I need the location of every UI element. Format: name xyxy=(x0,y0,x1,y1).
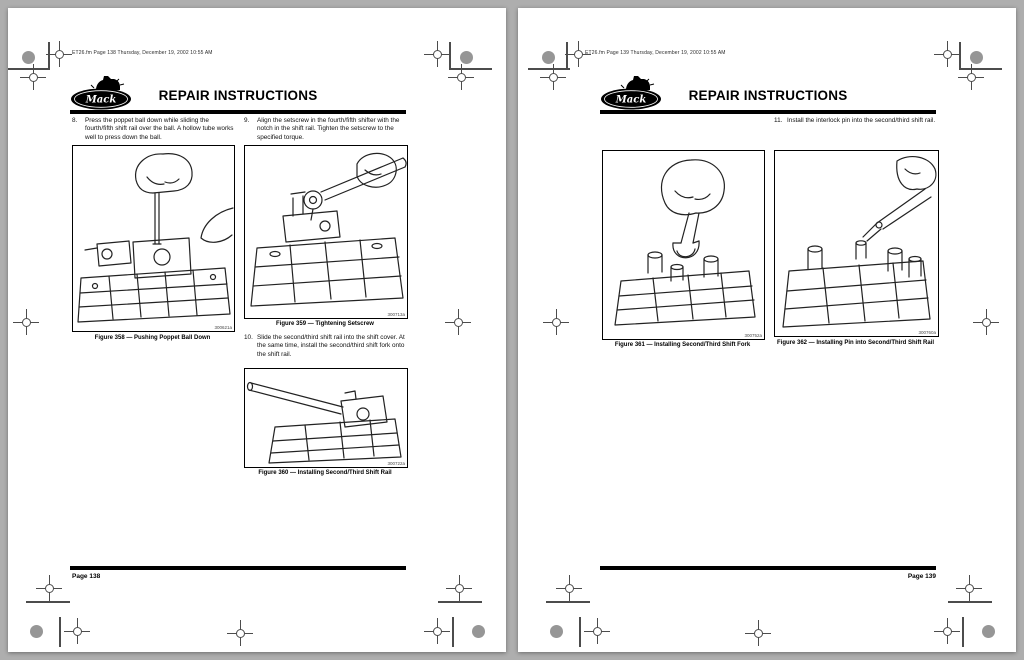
footer-rule xyxy=(70,566,406,570)
figure-359-image: 300713a xyxy=(244,145,408,319)
mack-bulldog-logo-icon: Mack xyxy=(71,76,131,110)
line-art-pushing-poppet-ball xyxy=(77,153,234,323)
crop-mark xyxy=(26,601,70,603)
figure-361-caption: Figure 361 — Installing Second/Third Shi… xyxy=(614,342,751,348)
crop-mark xyxy=(450,68,492,70)
registration-cross-icon xyxy=(424,41,450,67)
art-number: 300713a xyxy=(387,312,405,317)
crop-mark xyxy=(438,601,482,603)
crop-mark xyxy=(59,617,61,647)
header-rule xyxy=(70,110,406,114)
crop-mark xyxy=(962,617,964,647)
figure-359-caption: Figure 359 — Tightening Setscrew xyxy=(276,321,374,327)
registration-cross-icon xyxy=(64,618,90,644)
registration-dot-icon xyxy=(21,50,35,64)
registration-cross-icon xyxy=(13,309,39,335)
step-text: Slide the second/third shift rail into t… xyxy=(257,334,405,358)
registration-cross-icon xyxy=(446,575,472,601)
registration-cross-icon xyxy=(46,41,72,67)
art-number: 300760a xyxy=(918,330,936,335)
step-text: Install the interlock pin into the secon… xyxy=(787,117,936,124)
art-number: 300722a xyxy=(387,461,405,466)
page-title: REPAIR INSTRUCTIONS xyxy=(158,88,318,103)
step-text: Press the poppet ball down while sliding… xyxy=(85,117,234,141)
registration-dot-icon xyxy=(981,624,995,638)
figure-360-image: 300722a xyxy=(244,368,408,468)
registration-cross-icon xyxy=(227,620,253,646)
line-art-installing-shift-fork xyxy=(614,159,756,326)
crop-mark xyxy=(959,42,961,70)
crop-mark xyxy=(528,68,570,70)
registration-dot-icon xyxy=(459,50,473,64)
crop-mark xyxy=(960,68,1002,70)
figure-360-caption: Figure 360 — Installing Second/Third Shi… xyxy=(258,470,392,476)
crop-mark xyxy=(948,601,992,603)
registration-dot-icon xyxy=(29,624,43,638)
registration-cross-icon xyxy=(543,309,569,335)
registration-cross-icon xyxy=(584,618,610,644)
step-number: 8. xyxy=(72,117,78,124)
registration-dot-icon xyxy=(471,624,485,638)
registration-dot-icon xyxy=(969,50,983,64)
logo-text: Mack xyxy=(85,95,117,106)
page-number-label: Page 138 xyxy=(72,573,101,580)
registration-cross-icon xyxy=(556,575,582,601)
registration-cross-icon xyxy=(424,618,450,644)
crop-mark xyxy=(579,617,581,647)
registration-cross-icon xyxy=(958,64,984,90)
crop-mark xyxy=(452,617,454,647)
step-number: 10. xyxy=(244,334,253,341)
art-number: 300621a xyxy=(214,325,232,330)
registration-cross-icon xyxy=(973,309,999,335)
registration-cross-icon xyxy=(565,41,591,67)
crop-mark xyxy=(449,42,451,70)
step-number: 9. xyxy=(244,117,250,124)
registration-dot-icon xyxy=(541,50,555,64)
figure-361-image: 300752a xyxy=(602,150,765,340)
registration-cross-icon xyxy=(934,41,960,67)
step-11: 11. Install the interlock pin into the s… xyxy=(774,117,936,125)
registration-cross-icon xyxy=(934,618,960,644)
art-number: 300752a xyxy=(744,333,762,338)
registration-cross-icon xyxy=(956,575,982,601)
figure-358-image: 300621a xyxy=(72,145,235,332)
page-number-label: Page 139 xyxy=(907,573,936,580)
registration-cross-icon xyxy=(745,620,771,646)
registration-cross-icon xyxy=(20,64,46,90)
step-text: Align the setscrew in the fourth/fifth s… xyxy=(257,117,400,141)
mack-bulldog-logo-icon: Mack xyxy=(601,76,661,110)
crop-mark xyxy=(48,42,50,70)
header-rule xyxy=(600,110,936,114)
crop-mark xyxy=(8,68,50,70)
page-title: REPAIR INSTRUCTIONS xyxy=(688,88,848,103)
crop-mark xyxy=(546,601,590,603)
footer-rule xyxy=(600,566,936,570)
registration-cross-icon xyxy=(36,575,62,601)
page-138: ET26.fm Page 138 Thursday, December 19, … xyxy=(8,8,506,652)
registration-cross-icon xyxy=(540,64,566,90)
step-10: 10. Slide the second/third shift rail in… xyxy=(244,334,406,359)
step-9: 9. Align the setscrew in the fourth/fift… xyxy=(244,117,406,142)
logo-text: Mack xyxy=(615,95,647,106)
registration-dot-icon xyxy=(549,624,563,638)
line-art-installing-interlock-pin xyxy=(782,155,937,328)
page-139: ET26.fm Page 139 Thursday, December 19, … xyxy=(518,8,1016,652)
crop-mark xyxy=(566,42,568,70)
file-stamp: ET26.fm Page 139 Thursday, December 19, … xyxy=(585,50,726,56)
step-8: 8. Press the poppet ball down while slid… xyxy=(72,117,235,142)
registration-cross-icon xyxy=(445,309,471,335)
registration-cross-icon xyxy=(448,64,474,90)
file-stamp: ET26.fm Page 138 Thursday, December 19, … xyxy=(72,50,213,56)
line-art-tightening-setscrew xyxy=(250,152,407,307)
line-art-installing-shift-rail xyxy=(246,381,402,464)
figure-362-caption: Figure 362 — Installing Pin into Second/… xyxy=(776,340,934,346)
figure-362-image: 300760a xyxy=(774,150,939,337)
figure-358-caption: Figure 358 — Pushing Poppet Ball Down xyxy=(94,335,211,341)
step-number: 11. xyxy=(774,117,783,124)
